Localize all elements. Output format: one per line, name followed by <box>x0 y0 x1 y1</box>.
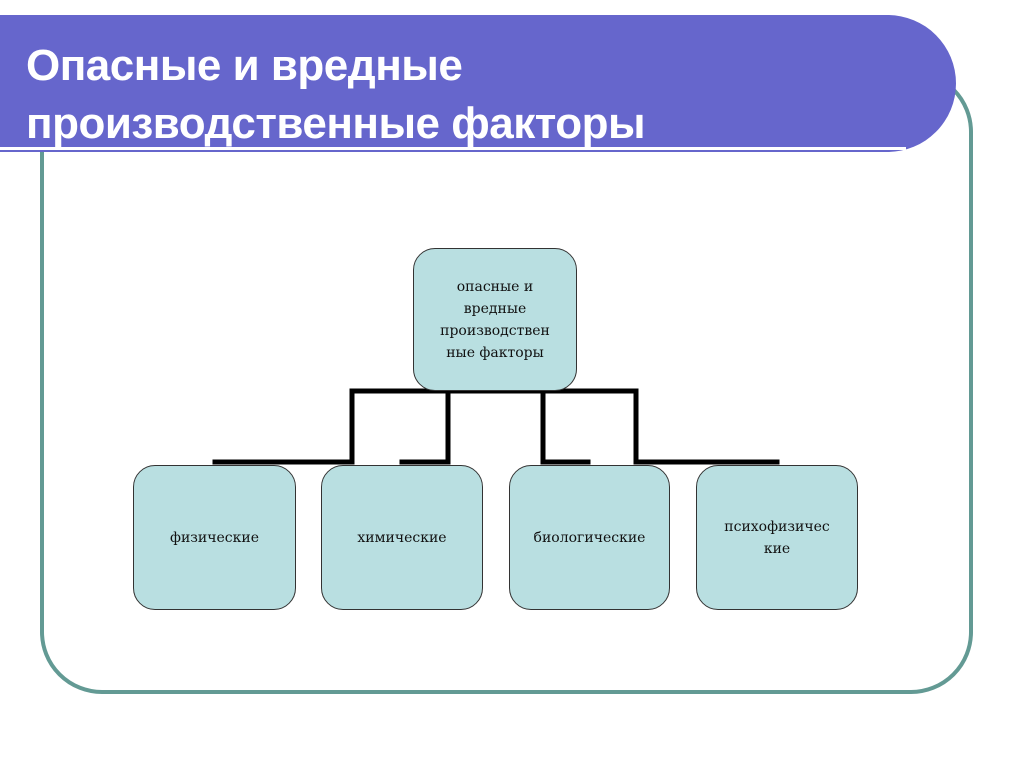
node-text: химические <box>357 529 447 546</box>
slide-title: Опасные и вредные производственные факто… <box>26 37 646 153</box>
node-biological: биологические <box>509 465 670 610</box>
title-underline <box>0 147 906 150</box>
node-text: ные факторы <box>446 344 544 361</box>
title-line-1: Опасные и вредные <box>26 41 463 90</box>
node-text: вредные <box>463 300 527 317</box>
node-text: физические <box>169 529 259 546</box>
node-text: кие <box>763 540 791 557</box>
root-node: опасные и вредные производствен ные факт… <box>413 248 577 391</box>
node-text: биологические <box>533 529 646 546</box>
node-text: опасные и <box>456 278 534 295</box>
node-physical: физические <box>133 465 296 610</box>
node-text: производствен <box>440 322 550 339</box>
node-text: психофизичес <box>724 518 830 535</box>
node-psychophysical: психофизичес кие <box>696 465 858 610</box>
title-line-2: производственные факторы <box>26 99 646 148</box>
title-banner: Опасные и вредные производственные факто… <box>0 15 956 152</box>
node-chemical: химические <box>321 465 483 610</box>
